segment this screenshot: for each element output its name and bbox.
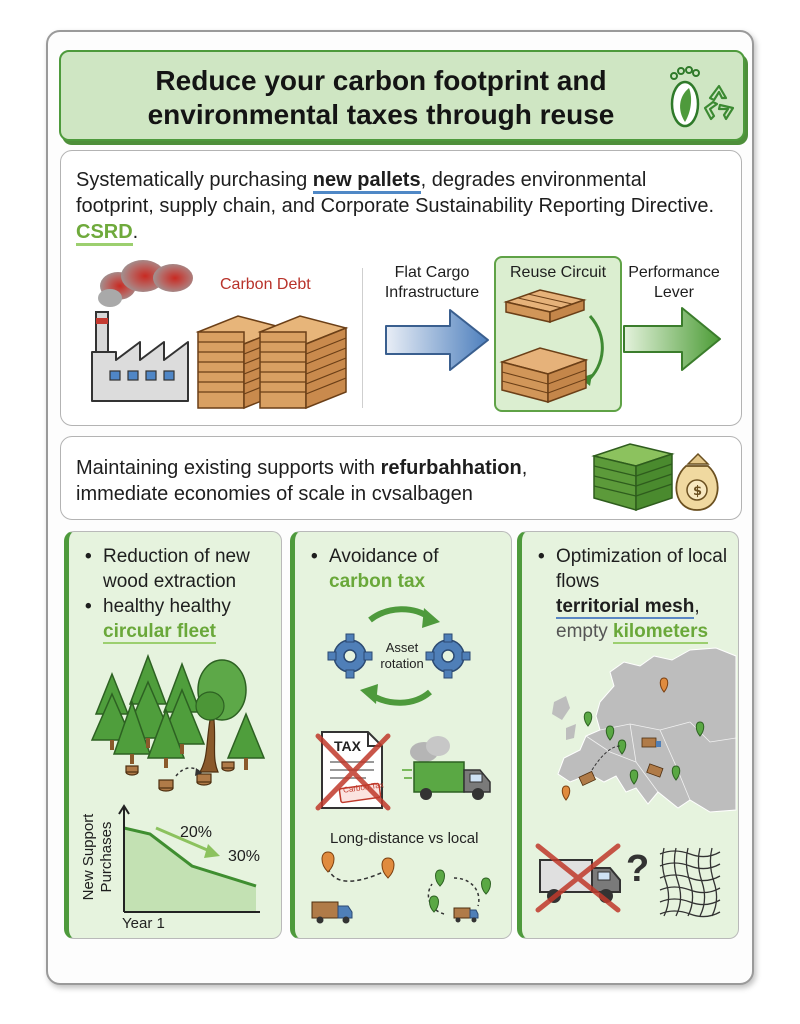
europe-map-icon [552, 647, 737, 813]
asset-rotation-cycle-icon [327, 606, 471, 706]
performance-lever-label: Performance Lever [628, 264, 720, 301]
long-vs-local-routes-icon [311, 851, 491, 924]
chart-label-20: 20% [180, 824, 213, 841]
column1-bullets: Reduction of new wood extraction healthy… [83, 544, 281, 644]
blue-arrow-icon [385, 309, 489, 371]
money-bag-icon: $ [675, 452, 719, 511]
gear-icon [425, 633, 471, 679]
distance-label: Long-distance vs local [330, 830, 479, 847]
small-truck-icon [578, 737, 664, 787]
forest-icon [90, 653, 266, 792]
green-pallets-money-icon: $ [591, 443, 719, 512]
new-pallets-highlight: new pallets [312, 169, 421, 194]
network-mesh-icon [659, 847, 721, 918]
decline-line [123, 826, 257, 888]
crossed-empty-truck-icon [535, 843, 621, 913]
tax-label: TAX [334, 738, 361, 754]
factory-icon [91, 260, 193, 402]
reuse-pallets-icon [499, 289, 604, 404]
panel-divider [362, 268, 363, 408]
header-banner: Reduce your carbon footprint and environ… [59, 50, 745, 141]
chart-label-30: 30% [228, 848, 261, 865]
footprint-leaf-icon [670, 66, 700, 128]
csrd-highlight: CSRD [76, 221, 133, 246]
asset-rotation-label: Asset rotation [380, 640, 424, 671]
question-mark: ? [626, 848, 650, 890]
chart-xlabel: Year 1 [122, 915, 165, 932]
pallet-stack-icon [195, 315, 349, 410]
smoke-cloud-icon [98, 260, 193, 307]
gear-icon [327, 633, 373, 679]
svg-text:$: $ [693, 484, 702, 499]
reuse-circuit-label: Reuse Circuit [509, 264, 607, 281]
map-pin-icon [561, 677, 705, 801]
carbon-debt-label: Carbon Debt [220, 276, 311, 293]
delivery-truck-icon [402, 736, 491, 800]
purchases-decline-chart [118, 804, 260, 913]
intro-paragraph: Systematically purchasing new pallets, d… [76, 167, 726, 246]
flat-cargo-label: Flat Cargo Infrastructure [384, 264, 480, 301]
recycle-icon [703, 84, 735, 121]
green-arrow-icon [623, 307, 721, 371]
crossed-tax-document-icon [315, 731, 391, 811]
trend-arrow [155, 826, 213, 854]
refurbishment-text: Maintaining existing supports with refur… [76, 457, 528, 505]
page-title: Reduce your carbon footprint and environ… [147, 65, 615, 130]
